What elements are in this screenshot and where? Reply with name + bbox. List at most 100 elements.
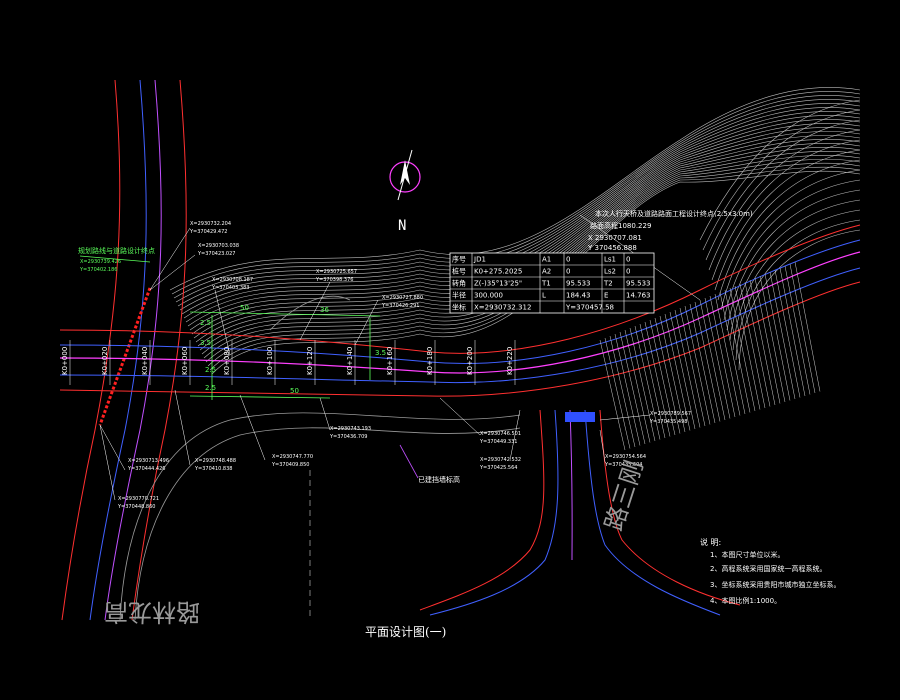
slope-hatch-line xyxy=(764,273,791,401)
table-cell: 桩号 xyxy=(452,267,466,276)
contour-line xyxy=(714,149,861,291)
slope-hatch-line xyxy=(634,325,661,440)
road-name-sangang: 路三刚 xyxy=(600,457,649,534)
green-label-title: 规划路线与道路设计终点 xyxy=(78,246,155,255)
dimension-label: 50 xyxy=(290,387,299,395)
contour-line xyxy=(738,229,861,371)
notes-item: 2、高程系统采用国家统一高程系统。 xyxy=(710,564,826,573)
table-cell: A1 xyxy=(542,256,551,264)
contour-line xyxy=(173,95,861,299)
dimension-label: 2.5 xyxy=(200,319,211,327)
contour-line xyxy=(699,99,861,241)
slope-hatch-line xyxy=(629,327,656,442)
slope-hatch-line xyxy=(644,321,671,437)
slope-hatch-line xyxy=(684,305,711,425)
right-note-line2: 路面高程1080.229 xyxy=(590,221,651,230)
coordinate-label: Y=370449.331 xyxy=(479,439,517,445)
slope-hatch-line xyxy=(664,313,691,431)
coordinate-label: X=2930748.488 xyxy=(195,458,236,464)
table-cell: 184.43 xyxy=(566,292,591,300)
left-main-road xyxy=(61,79,187,621)
slope-hatch-line xyxy=(779,267,806,397)
slope-hatch-line xyxy=(599,339,626,451)
slope-hatch-line xyxy=(669,311,696,430)
dimension-lines xyxy=(79,255,381,400)
coordinate-label: Y=370429.472 xyxy=(189,229,227,235)
slope-hatch-line xyxy=(724,289,751,413)
station-label: K0+120 xyxy=(306,347,314,375)
station-label: K0+080 xyxy=(223,347,231,375)
green-labels: 规划路线与道路设计终点 X=2930739.426 Y=370402.186 xyxy=(78,246,155,273)
coordinate-label: Y=370448.860 xyxy=(117,504,155,510)
coordinate-label: Y=370435.604 xyxy=(604,462,642,468)
coordinate-label: Y=370425.564 xyxy=(479,465,517,471)
slope-hatch-line xyxy=(704,297,731,419)
contour-line xyxy=(708,129,861,271)
station-label: K0+160 xyxy=(386,347,394,375)
slope-hatch-line xyxy=(689,303,716,424)
coordinate-label: X=2930789.567 xyxy=(650,411,691,417)
lower-branch-road xyxy=(419,409,741,616)
table-cell: Ls2 xyxy=(604,268,616,276)
notes-item: 1、本图尺寸单位以米。 xyxy=(710,550,784,559)
slope-hatch-line xyxy=(794,261,821,392)
table-cell: T2 xyxy=(603,280,613,288)
slope-hatch-line xyxy=(759,275,786,403)
coordinate-label: Y=370423.027 xyxy=(197,251,235,257)
dimension-label: 36 xyxy=(320,306,329,314)
dimension-label: 50 xyxy=(240,304,249,312)
drawing-title: 平面设计图(一) xyxy=(365,625,446,639)
green-label-x: X=2930739.426 xyxy=(80,259,121,265)
coordinate-label: X=2930725.657 xyxy=(316,269,357,275)
contour-line xyxy=(735,219,861,361)
design-road xyxy=(59,224,861,397)
slope-hatch-line xyxy=(789,263,816,394)
slope-hatch-line xyxy=(784,265,811,395)
table-cell: 95.533 xyxy=(566,280,591,288)
north-letter: N xyxy=(398,218,406,234)
coordinate-label: X=2930742.532 xyxy=(480,457,521,463)
grey-curbs xyxy=(119,296,521,621)
table-cell: Y=370457.58 xyxy=(565,304,614,312)
slope-hatch-line xyxy=(749,279,776,406)
right-note-line1: 本次人行天桥及道路路面工程设计终点(2.5x3.0m) xyxy=(595,209,753,218)
slope-hatch-line xyxy=(674,309,701,428)
contour-line xyxy=(702,109,861,251)
station-label: K0+020 xyxy=(101,347,109,375)
station-label: K0+180 xyxy=(426,347,434,375)
slope-hatch-line xyxy=(649,319,676,436)
contour-line xyxy=(175,99,861,303)
station-label: K0+100 xyxy=(266,347,274,375)
table-cell: Z(-)35°13'25" xyxy=(474,280,522,288)
notes-item: 4、本图比例1:1000。 xyxy=(710,596,781,605)
road-name-gaolonglin: 路林龙高 xyxy=(104,598,200,626)
slope-hatch xyxy=(599,261,821,451)
dimension-label: 3.5 xyxy=(375,349,386,357)
slope-hatch-line xyxy=(609,335,636,448)
dimension-label: 3.5 xyxy=(200,339,211,347)
coordinate-label: X=2930732.204 xyxy=(190,221,231,227)
contour-line xyxy=(177,103,861,307)
table-cell: 0 xyxy=(626,256,630,264)
right-endpoint-note: 本次人行天桥及道路路面工程设计终点(2.5x3.0m) 路面高程1080.229… xyxy=(587,209,753,252)
coordinate-label: X=2930703.038 xyxy=(198,243,239,249)
station-label: K0+200 xyxy=(466,347,474,375)
slope-hatch-line xyxy=(614,333,641,446)
contour-line xyxy=(179,107,861,311)
terrain-contours xyxy=(169,87,861,375)
table-cell: T1 xyxy=(541,280,551,288)
coordinate-label: X=2930713.496 xyxy=(128,458,169,464)
contour-line xyxy=(181,111,861,315)
table-cell: 14.763 xyxy=(626,292,651,300)
slope-hatch-line xyxy=(699,299,726,421)
table-cell: 95.533 xyxy=(626,280,651,288)
green-label-y: Y=370402.186 xyxy=(79,267,117,273)
notes-title: 说 明: xyxy=(700,537,721,547)
coordinate-label: X=2930754.564 xyxy=(605,454,646,460)
contour-line xyxy=(705,119,861,261)
slope-hatch-line xyxy=(754,277,781,404)
coordinate-label: X=2930743.193 xyxy=(330,426,371,432)
slope-hatch-line xyxy=(659,315,686,433)
table-cell: E xyxy=(604,292,608,300)
